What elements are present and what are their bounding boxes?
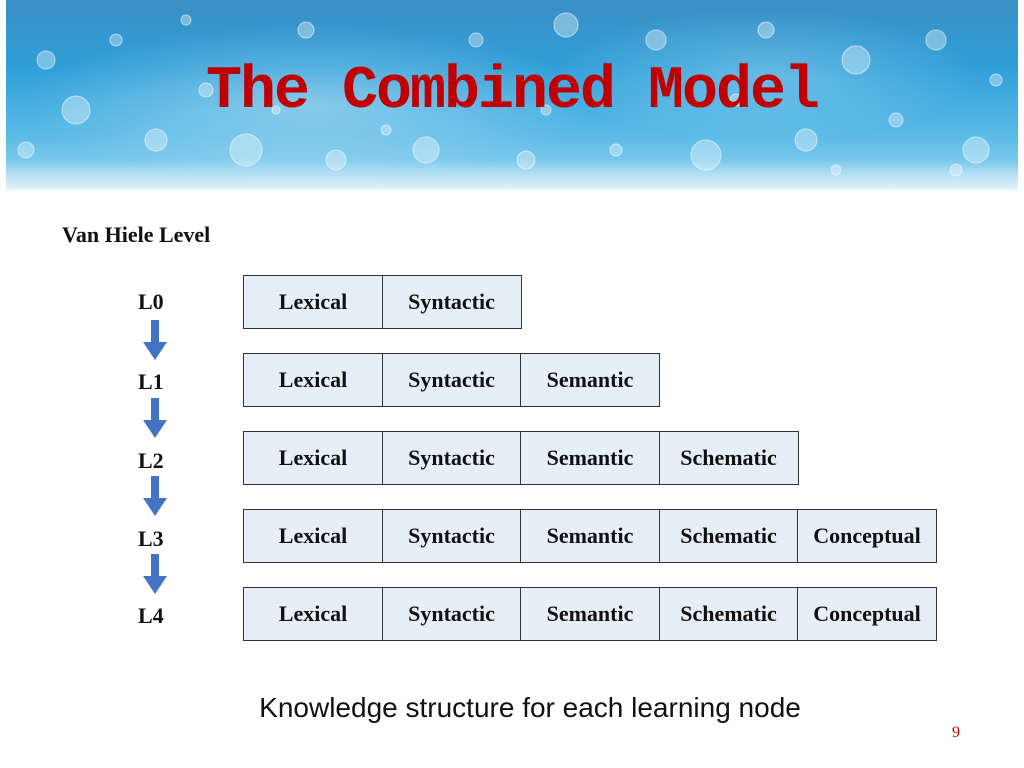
cell-schematic: Schematic [658, 431, 799, 485]
arrow-down-icon [143, 398, 167, 438]
level-label-l1: L1 [138, 369, 164, 394]
van-hiele-level-heading: Van Hiele Level [62, 222, 211, 247]
level-label-l2: L2 [138, 448, 164, 473]
cell-syntactic: Syntactic [381, 275, 522, 329]
cell-syntactic: Syntactic [381, 587, 522, 641]
cell-conceptual: Conceptual [797, 587, 937, 641]
cell-schematic: Schematic [658, 587, 799, 641]
water-bubbles-image [17, 12, 1003, 177]
page-number: 9 [952, 724, 960, 741]
cell-lexical: Lexical [243, 431, 383, 485]
cell-semantic: Semantic [520, 587, 660, 641]
slide-title: The Combined Model [205, 58, 820, 126]
cell-syntactic: Syntactic [381, 431, 522, 485]
level-label-l4: L4 [138, 603, 164, 628]
arrow-down-icon [143, 320, 167, 360]
cell-lexical: Lexical [243, 509, 383, 563]
cell-lexical: Lexical [243, 275, 383, 329]
level-label-l3: L3 [138, 526, 164, 551]
level-label-l0: L0 [138, 289, 164, 314]
cell-syntactic: Syntactic [381, 353, 522, 407]
cell-conceptual: Conceptual [797, 509, 937, 563]
cell-lexical: Lexical [243, 587, 383, 641]
banner-fade [6, 160, 1018, 190]
cell-semantic: Semantic [520, 509, 660, 563]
cell-syntactic: Syntactic [381, 509, 522, 563]
cell-semantic: Semantic [520, 431, 660, 485]
cell-lexical: Lexical [243, 353, 383, 407]
header-banner [6, 0, 1018, 190]
slide-caption: Knowledge structure for each learning no… [259, 692, 801, 723]
cell-schematic: Schematic [658, 509, 799, 563]
arrow-down-icon [143, 554, 167, 594]
cell-semantic: Semantic [520, 353, 660, 407]
arrow-down-icon [143, 476, 167, 516]
